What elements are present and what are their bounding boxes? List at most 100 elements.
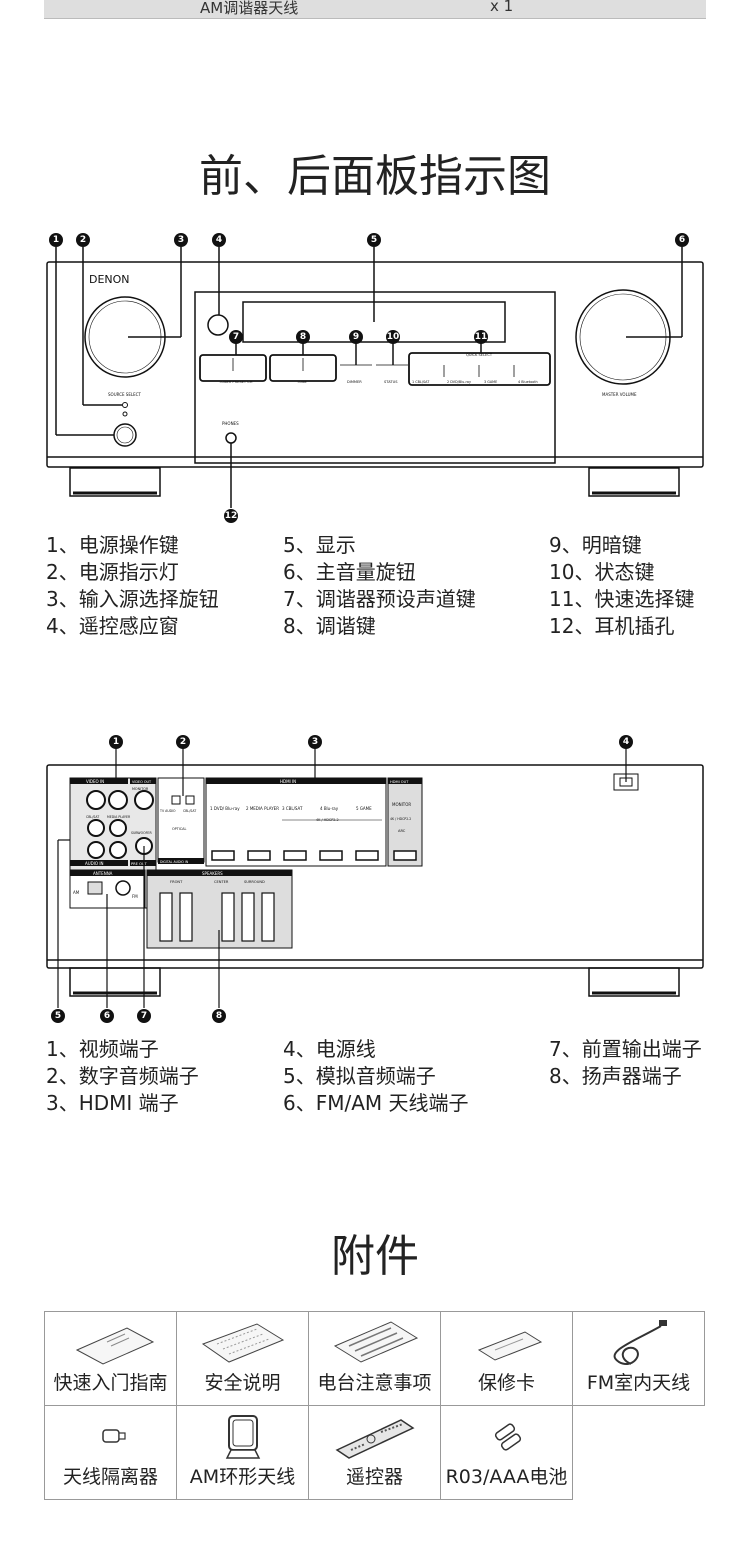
speakers-label: SPEAKERS [202, 871, 223, 876]
power-indicator [122, 402, 128, 408]
source-select-label: SOURCE SELECT [108, 392, 141, 397]
legend-item: 9、明暗键 [549, 533, 642, 557]
accessory-label: FM室内天线 [586, 1372, 691, 1394]
hdcp-label: 4K / HDCP2.2 [316, 818, 339, 822]
front-legend-col-2: 5、显示 6、主音量旋钮 7、调谐器预设声道键 8、调谐键 [283, 532, 476, 640]
video-monitor-label: MONITOR [132, 787, 149, 791]
accessories-table: 快速入门指南 安全说明 电台注意事项 保 [44, 1311, 705, 1500]
callout-front-3: 3 [174, 233, 188, 247]
legend-item: 3、输入源选择旋钮 [46, 587, 219, 611]
callout-rear-1: 1 [109, 735, 123, 749]
callout-front-4: 4 [212, 233, 226, 247]
hdmi-2-label: 2 MEDIA PLAYER [246, 806, 279, 811]
accessory-cell: 快速入门指南 [44, 1311, 177, 1406]
arc-label: ARC [398, 829, 406, 833]
accessory-cell: FM室内天线 [572, 1311, 705, 1406]
callout-rear-4: 4 [619, 735, 633, 749]
accessory-cell: R03/AAA电池 [440, 1405, 573, 1500]
legend-item: 7、调谐器预设声道键 [283, 587, 476, 611]
legend-item: 5、显示 [283, 533, 356, 557]
rear-panel-diagram: VIDEO IN VIDEO OUT MONITOR AUDIO IN CBL/… [46, 748, 704, 1008]
accessory-cell: AM环形天线 [176, 1405, 309, 1500]
callout-front-11: 11 [474, 330, 488, 344]
booklet-icon [75, 1327, 155, 1365]
callout-front-10: 10 [386, 330, 400, 344]
hdmi-1-label: 1 DVD/ Blu-ray [210, 806, 240, 811]
legend-item: 2、电源指示灯 [46, 560, 179, 584]
qs-3-label: 3 GAME [484, 380, 497, 384]
callout-rear-5: 5 [51, 1009, 65, 1023]
legend-item: 2、数字音频端子 [46, 1064, 199, 1088]
surround-speaker-label: SURROUND [244, 880, 265, 884]
legend-item: 8、调谐键 [283, 614, 376, 638]
dimmer-label: DIMMER [347, 380, 362, 384]
brand-logo: DENON [89, 273, 130, 286]
accessory-label: 遥控器 [345, 1466, 403, 1488]
audio-media-label: MEDIA PLAYER [107, 815, 131, 819]
rear-right-foot [588, 967, 680, 997]
legend-item: 1、电源操作键 [46, 533, 179, 557]
hdmi-5-label: 5 GAME [356, 806, 372, 811]
qs-1-label: 1 CBL/SAT [412, 380, 430, 384]
audio-cbl-label: CBL/SAT [86, 815, 99, 819]
accessory-label: 安全说明 [204, 1372, 281, 1394]
callout-front-6: 6 [675, 233, 689, 247]
callout-rear-6: 6 [100, 1009, 114, 1023]
accessory-cell: 电台注意事项 [308, 1311, 441, 1406]
callout-front-1: 1 [49, 233, 63, 247]
hdmi-out-hdcp-label: 4K / HDCP2.2 [390, 817, 411, 821]
accessory-label: AM环形天线 [189, 1466, 296, 1488]
front-legend-col-1: 1、电源操作键 2、电源指示灯 3、输入源选择旋钮 4、遥控感应窗 [46, 532, 219, 640]
document-icon [333, 1321, 419, 1363]
panels-title: 前、后面板指示图 [199, 151, 551, 202]
accessories-title: 附件 [331, 1231, 419, 1282]
hdmi-monitor-label: MONITOR [392, 802, 411, 807]
callout-front-5: 5 [367, 233, 381, 247]
rear-legend-col-3: 7、前置输出端子 8、扬声器端子 [549, 1036, 702, 1090]
accessory-table-row-am-antenna: AM调谐器天线 x 1 [44, 0, 706, 19]
legend-item: 8、扬声器端子 [549, 1064, 682, 1088]
accessory-cell: 遥控器 [308, 1405, 441, 1500]
rear-legend-col-2: 4、电源线 5、模拟音频端子 6、FM/AM 天线端子 [283, 1036, 469, 1117]
quick-select-buttons [408, 352, 551, 386]
rear-chassis [46, 764, 704, 969]
optical-block [157, 777, 205, 863]
left-foot [69, 467, 161, 497]
hdmi-4-label: 4 Blu-ray [320, 806, 339, 811]
tv-audio-label: TV AUDIO [159, 809, 176, 813]
callout-rear-2: 2 [176, 735, 190, 749]
legend-item: 12、耳机插孔 [549, 614, 675, 638]
quick-select-label: QUICK SELECT [466, 353, 493, 357]
front-chassis [46, 261, 704, 468]
rear-legend-col-1: 1、视频端子 2、数字音频端子 3、HDMI 端子 [46, 1036, 199, 1117]
legend-item: 5、模拟音频端子 [283, 1064, 436, 1088]
optical-cbl-label: CBL/SAT [183, 809, 196, 813]
loop-antenna-icon [225, 1415, 261, 1459]
legend-item: 4、电源线 [283, 1037, 376, 1061]
battery-icon [494, 1423, 522, 1451]
right-foot [588, 467, 680, 497]
callout-front-7: 7 [229, 330, 243, 344]
callout-rear-3: 3 [308, 735, 322, 749]
qs-2-label: 2 DVD/Blu-ray [447, 380, 471, 384]
accessory-cell: 安全说明 [176, 1311, 309, 1406]
front-speaker-label: FRONT [170, 880, 183, 884]
legend-item: 1、视频端子 [46, 1037, 159, 1061]
video-out-label: VIDEO OUT [132, 780, 152, 784]
phones-label: PHONES [222, 421, 239, 426]
qs-4-label: 4 Bluetooth [518, 380, 538, 384]
front-center-panel [194, 291, 556, 464]
accessory-cell: 保修卡 [440, 1311, 573, 1406]
callout-front-9: 9 [349, 330, 363, 344]
accessory-label: 快速入门指南 [53, 1372, 168, 1394]
audio-in-label: AUDIO IN [85, 861, 104, 866]
document-icon [201, 1323, 285, 1363]
remote-sensor [207, 314, 229, 336]
front-legend-col-3: 9、明暗键 10、状态键 11、快速选择键 12、耳机插孔 [549, 532, 694, 640]
pre-out-label: PRE OUT [131, 862, 148, 866]
item-qty: x 1 [490, 0, 514, 15]
hdmi-out-label: HDMI OUT [390, 780, 409, 784]
remote-icon [335, 1419, 415, 1459]
callout-rear-8: 8 [212, 1009, 226, 1023]
digital-audio-label: DIGITAL AUDIO IN [160, 860, 189, 864]
